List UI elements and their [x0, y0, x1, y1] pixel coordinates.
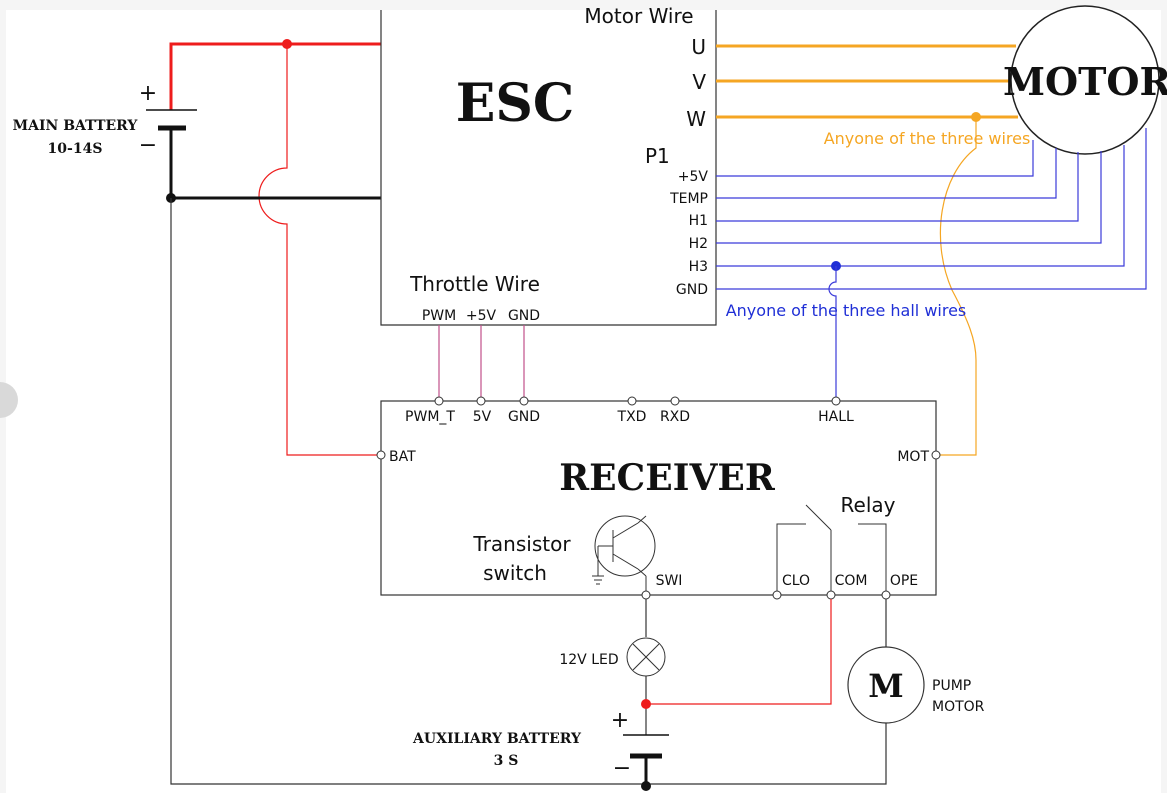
hall-note: Anyone of the three hall wires	[726, 301, 967, 320]
transistor-label: Transistor	[472, 532, 571, 556]
com-feed-wire	[646, 599, 832, 705]
p1-gnd-wire	[716, 128, 1147, 290]
terminal-com	[826, 590, 836, 600]
terminal-pwm-t	[434, 396, 444, 406]
throttle-wire-label: Throttle Wire	[409, 272, 540, 296]
terminal-ope	[881, 590, 891, 600]
receiver-module: RECEIVER PWM_T 5V GND TXD RXD HALL BAT M…	[376, 396, 941, 600]
ground-return-wire	[170, 198, 887, 785]
hall-sensor-wires: Anyone of the three hall wires	[716, 128, 1147, 400]
hall-feed-wire	[828, 266, 837, 400]
pump-label: PUMP	[932, 678, 971, 694]
scroll-handle[interactable]	[0, 382, 18, 418]
esc-box	[380, 10, 717, 326]
p1-pin-h2: H2	[689, 236, 708, 252]
bat-feed-wire	[258, 44, 381, 456]
terminal-bat	[376, 450, 386, 460]
main-battery-plus: +	[139, 81, 157, 106]
p1-pin-temp: TEMP	[669, 191, 708, 207]
p1-pin-gnd: GND	[676, 282, 708, 298]
terminal-mot	[931, 450, 941, 460]
p1-5v-wire	[716, 140, 1034, 177]
transistor-symbol	[592, 515, 656, 595]
pin-swi-label: SWI	[656, 573, 683, 589]
pump-label-2: MOTOR	[932, 699, 985, 715]
aux-circuit: 12V LED + − AUXILIARY BATTERY 3 S M PUMP…	[412, 599, 985, 791]
pin-txd-label: TXD	[617, 409, 647, 425]
phase-u-label: U	[691, 35, 706, 59]
throttle-pin-5v: +5V	[466, 308, 497, 324]
motor: MOTOR Anyone of the three wires	[824, 5, 1167, 155]
aux-ground-dot	[641, 781, 651, 791]
throttle-pin-pwm: PWM	[422, 308, 456, 324]
receiver-title: RECEIVER	[559, 457, 776, 499]
motor-phase-wires	[716, 44, 1018, 456]
esc-module: ESC Motor Wire U V W P1 +5V TEMP H1 H2 H…	[380, 4, 717, 326]
motor-wire-label: Motor Wire	[584, 4, 693, 28]
terminal-txd	[627, 396, 637, 406]
terminal-5v	[476, 396, 486, 406]
main-battery-cells: 10-14S	[48, 141, 103, 157]
pin-com-label: COM	[835, 573, 868, 589]
throttle-wires	[438, 325, 525, 400]
pin-hall-label: HALL	[818, 409, 854, 425]
led-symbol	[626, 637, 666, 677]
main-battery-minus: −	[139, 133, 157, 158]
p1-label: P1	[645, 144, 670, 168]
phase-v-label: V	[692, 70, 706, 94]
pin-ope-label: OPE	[890, 573, 918, 589]
p1-temp-wire	[716, 148, 1057, 199]
aux-battery-label: AUXILIARY BATTERY	[412, 731, 582, 747]
mot-feed-wire	[936, 117, 977, 456]
aux-battery-cells: 3 S	[494, 753, 519, 769]
phase-note: Anyone of the three wires	[824, 129, 1031, 148]
pin-bat-label: BAT	[389, 449, 416, 465]
main-battery-label: MAIN BATTERY	[13, 118, 139, 134]
phase-w-label: W	[686, 107, 706, 131]
pump-motor-circle	[847, 646, 925, 724]
motor-label: MOTOR	[1003, 59, 1167, 104]
terminal-gnd	[519, 396, 529, 406]
esc-title: ESC	[456, 73, 575, 134]
relay-contacts	[776, 504, 887, 595]
pin-gnd-label: GND	[508, 409, 540, 425]
p1-h2-wire	[716, 151, 1102, 244]
pump-motor-symbol: M	[868, 667, 903, 705]
main-battery-wiring: + − MAIN BATTERY 10-14S	[13, 39, 887, 785]
throttle-pin-gnd: GND	[508, 308, 540, 324]
pin-5v-label: 5V	[473, 409, 492, 425]
pin-mot-label: MOT	[897, 449, 929, 465]
aux-battery-plus: +	[611, 708, 629, 733]
transistor-label-2: switch	[483, 561, 547, 585]
motor-circle	[1010, 5, 1160, 155]
p1-h3-wire	[716, 145, 1125, 267]
terminal-clo	[772, 590, 782, 600]
p1-h1-wire	[716, 152, 1079, 222]
led-label: 12V LED	[559, 652, 618, 668]
receiver-box	[380, 400, 937, 596]
main-power-wire	[169, 42, 381, 110]
p1-pin-h3: H3	[689, 259, 708, 275]
relay-label: Relay	[841, 493, 896, 517]
terminal-hall	[831, 396, 841, 406]
pin-rxd-label: RXD	[660, 409, 690, 425]
main-ground-wire	[169, 130, 381, 200]
terminal-rxd	[670, 396, 680, 406]
aux-battery-minus: −	[613, 756, 631, 781]
pin-pwm-t-label: PWM_T	[405, 409, 455, 425]
p1-pin-5v: +5V	[678, 169, 709, 185]
pin-clo-label: CLO	[782, 573, 810, 589]
p1-pin-h1: H1	[689, 213, 708, 229]
terminal-swi	[641, 590, 651, 600]
